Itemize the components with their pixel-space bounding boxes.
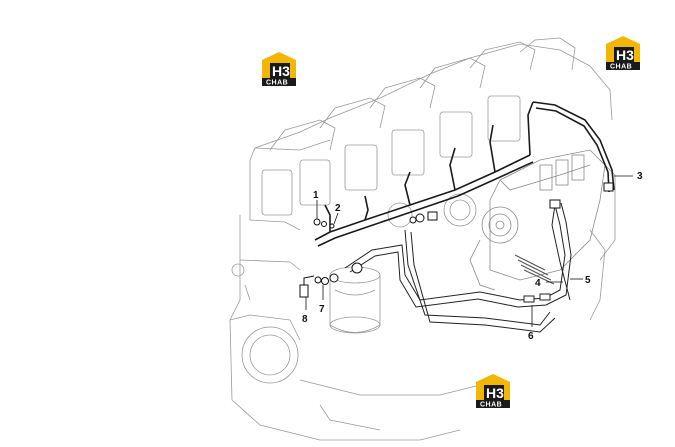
watermark-logo-bottom: H3 CHAB bbox=[476, 374, 510, 409]
logo-brand: CHAB bbox=[266, 80, 288, 87]
watermark-logo-left: H3 CHAB bbox=[262, 52, 296, 87]
callout-1: 1 bbox=[313, 190, 319, 201]
callout-5: 5 bbox=[585, 275, 591, 286]
injection-pump bbox=[469, 149, 606, 291]
logo-letters: H3 bbox=[486, 385, 504, 401]
callout-labels: 1 2 3 4 5 6 7 8 bbox=[302, 171, 643, 342]
logo-brand: CHAB bbox=[610, 64, 632, 71]
callout-2: 2 bbox=[335, 203, 341, 214]
engine-block-outline bbox=[229, 37, 616, 441]
injector-high-pressure-lines bbox=[314, 101, 615, 247]
callout-8: 8 bbox=[302, 314, 308, 325]
leader-lines bbox=[305, 175, 633, 327]
callout-4: 4 bbox=[535, 278, 541, 289]
logo-brand: CHAB bbox=[480, 402, 502, 409]
callout-6: 6 bbox=[528, 331, 534, 342]
logo-letters: H3 bbox=[616, 47, 634, 63]
callout-3: 3 bbox=[637, 171, 643, 182]
fittings bbox=[299, 182, 614, 298]
logo-letters: H3 bbox=[272, 63, 290, 79]
fuel-supply-pipes bbox=[344, 202, 572, 333]
callout-7: 7 bbox=[319, 304, 325, 315]
watermark-logo-right: H3 CHAB bbox=[606, 36, 640, 71]
